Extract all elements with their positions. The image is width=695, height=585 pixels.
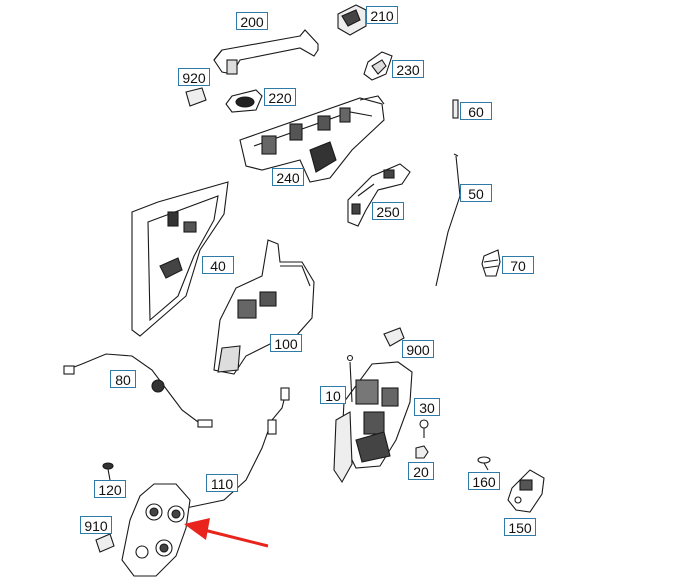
label-80: 80 xyxy=(110,370,136,388)
part-30-screw xyxy=(419,419,429,438)
part-80-cable xyxy=(63,353,213,428)
label-100: 100 xyxy=(270,334,302,352)
part-160-bolt xyxy=(477,456,491,471)
label-70: 70 xyxy=(502,256,534,274)
part-40-cover-panel xyxy=(131,181,229,337)
part-10-lock-module xyxy=(333,354,413,484)
label-920: 920 xyxy=(178,68,210,86)
label-910: 910 xyxy=(80,516,112,534)
label-250: 250 xyxy=(372,202,404,220)
label-60: 60 xyxy=(460,102,492,120)
part-220-seal xyxy=(225,89,263,113)
part-120-bolt xyxy=(102,462,114,481)
label-210: 210 xyxy=(366,6,398,24)
label-110: 110 xyxy=(206,474,238,492)
part-910-label xyxy=(95,533,115,553)
part-230-gasket xyxy=(363,51,393,81)
red-arrow-icon xyxy=(184,518,269,548)
part-lock-housing-plate xyxy=(121,483,191,577)
part-900-actuator xyxy=(383,327,405,347)
part-110-cable xyxy=(185,387,290,509)
part-150-striker xyxy=(507,469,545,513)
part-70-grommet xyxy=(481,249,501,277)
part-200-outer-handle xyxy=(213,29,319,75)
label-50: 50 xyxy=(460,184,492,202)
part-250-bracket xyxy=(347,163,411,227)
part-920-clip xyxy=(185,87,207,107)
label-240: 240 xyxy=(272,168,304,186)
label-20: 20 xyxy=(408,462,434,480)
part-240-handle-carrier xyxy=(239,95,385,183)
part-60-pin xyxy=(452,99,459,119)
part-100-housing xyxy=(213,239,315,375)
label-160: 160 xyxy=(468,472,500,490)
label-230: 230 xyxy=(392,60,424,78)
part-50-rod xyxy=(435,153,461,287)
label-30: 30 xyxy=(414,398,440,416)
label-40: 40 xyxy=(202,256,234,274)
label-200: 200 xyxy=(236,12,268,30)
label-10: 10 xyxy=(320,386,346,404)
label-220: 220 xyxy=(264,88,296,106)
label-120: 120 xyxy=(94,480,126,498)
part-20-nut xyxy=(415,445,429,459)
part-210-cap xyxy=(337,4,367,36)
label-150: 150 xyxy=(504,518,536,536)
label-900: 900 xyxy=(402,340,434,358)
